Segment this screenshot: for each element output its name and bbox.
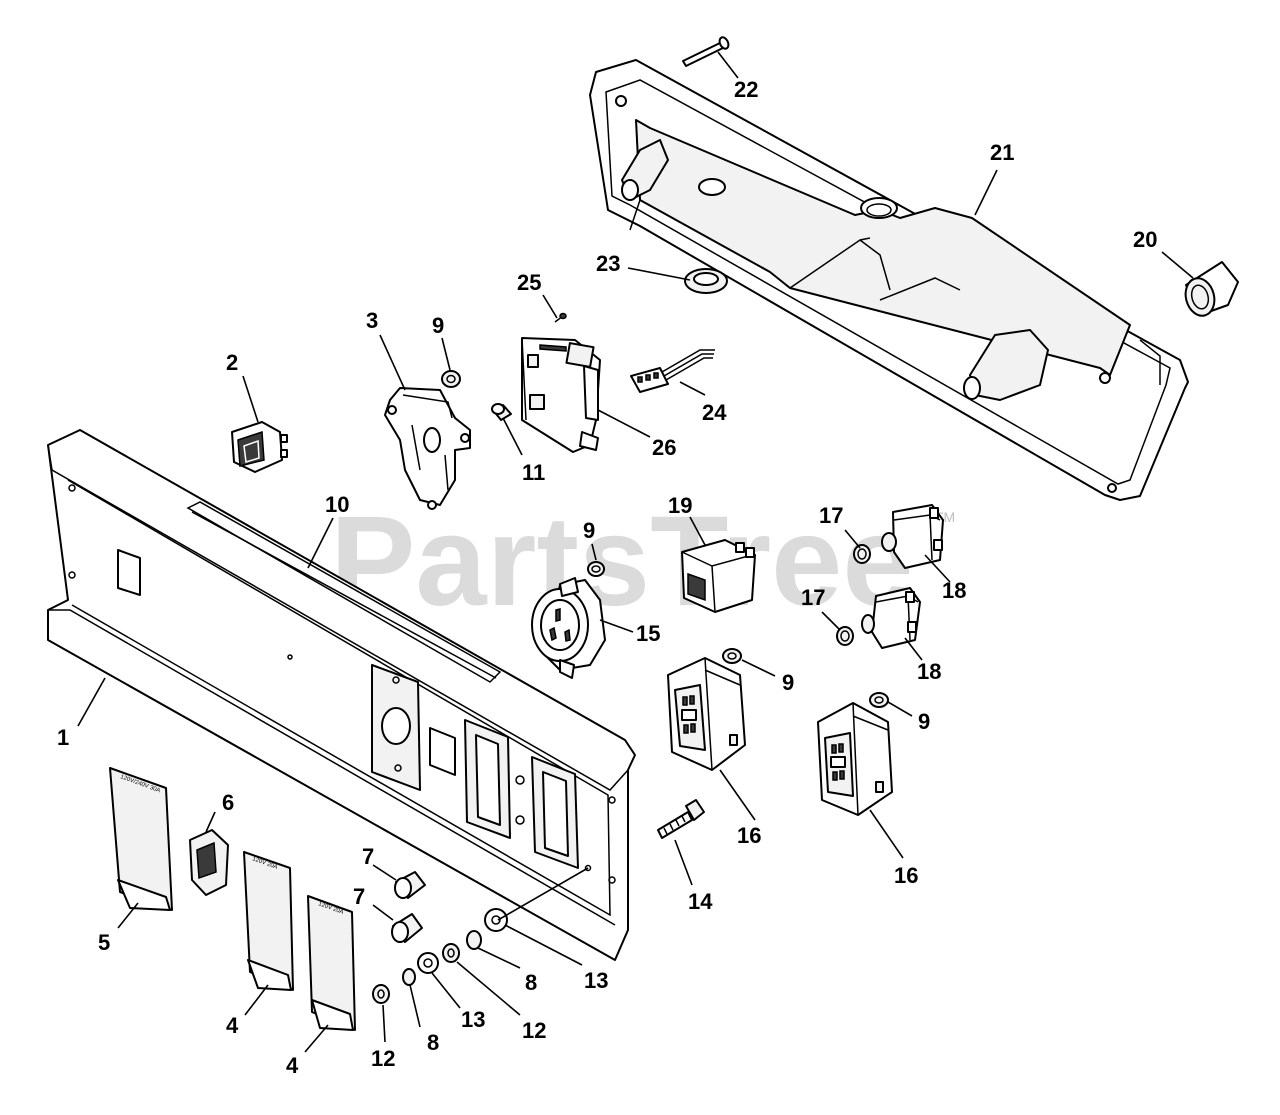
part-13-washer-b[interactable]: [484, 908, 508, 932]
callout-4a: 4: [226, 1013, 239, 1038]
part-4-outlet-cover-a[interactable]: 120V 20A: [243, 851, 294, 991]
part-18-breaker-b[interactable]: [861, 587, 921, 649]
part-24-wire-harness[interactable]: [630, 349, 715, 393]
callout-8a: 8: [525, 970, 537, 995]
leader-lines: [77, 51, 1194, 1053]
callout-3: 3: [366, 308, 378, 333]
callout-21: 21: [990, 140, 1014, 165]
part-2-rocker-switch[interactable]: [231, 421, 288, 473]
part-11-spacer[interactable]: [491, 403, 512, 421]
callout-2: 2: [226, 350, 238, 375]
part-18-breaker-a[interactable]: [881, 504, 944, 569]
part-12-nut-b[interactable]: [442, 943, 460, 963]
callout-16a: 16: [737, 823, 761, 848]
callout-14: 14: [688, 889, 713, 914]
part-8-washer-b[interactable]: [466, 930, 482, 950]
watermark: PartsTree: [330, 490, 914, 633]
part-12-nut-a[interactable]: [372, 984, 390, 1004]
callout-9b: 9: [583, 518, 595, 543]
callout-13a: 13: [461, 1007, 485, 1032]
part-25-screw[interactable]: [554, 312, 567, 323]
part-26-circuit-board[interactable]: [521, 337, 601, 453]
callouts: 1 2 3 4 4 5 6 7 7 8 8 9 9 9 9 10 11 12 1…: [57, 77, 1157, 1078]
part-13-washer-a[interactable]: [417, 952, 439, 974]
callout-25: 25: [517, 270, 541, 295]
part-17-washer-a[interactable]: [853, 544, 871, 564]
callout-17b: 17: [801, 585, 825, 610]
part-9-nut-b[interactable]: [587, 561, 605, 577]
part-19-switch[interactable]: [681, 539, 756, 613]
part-17-washer-b[interactable]: [836, 626, 854, 646]
part-9-nut-c[interactable]: [722, 648, 742, 664]
callout-10: 10: [325, 492, 349, 517]
callout-20: 20: [1133, 227, 1157, 252]
callout-1: 1: [57, 725, 69, 750]
part-8-washer-a[interactable]: [402, 968, 416, 986]
callout-8b: 8: [427, 1030, 439, 1055]
part-9-nut-d[interactable]: [869, 692, 889, 708]
callout-4b: 4: [286, 1053, 299, 1078]
part-23-grommet-ring[interactable]: [684, 268, 728, 294]
callout-5: 5: [98, 930, 110, 955]
callout-11: 11: [522, 460, 545, 485]
part-21-housing[interactable]: [589, 59, 1189, 501]
part-1-front-panel[interactable]: [47, 429, 636, 961]
part-7-knob-a[interactable]: [394, 871, 426, 899]
callout-13b: 13: [584, 968, 608, 993]
callout-16b: 16: [894, 863, 918, 888]
callout-9c: 9: [782, 670, 794, 695]
part-9-nut-a[interactable]: [441, 370, 461, 388]
part-6-switch-cover[interactable]: [189, 829, 229, 896]
callout-9d: 9: [918, 709, 930, 734]
callout-18b: 18: [917, 659, 941, 684]
callout-7b: 7: [353, 884, 365, 909]
part-10-label[interactable]: [191, 511, 497, 679]
callout-26: 26: [652, 435, 676, 460]
part-3-bracket[interactable]: [384, 387, 471, 510]
callout-22: 22: [734, 77, 758, 102]
callout-12b: 12: [522, 1018, 546, 1043]
part-14-bolt[interactable]: [657, 799, 705, 839]
callout-15: 15: [636, 621, 660, 646]
part-7-knob-b[interactable]: [391, 913, 423, 943]
part-22-screw[interactable]: [682, 36, 730, 67]
callout-7a: 7: [362, 844, 374, 869]
callout-19: 19: [668, 493, 692, 518]
callout-18a: 18: [942, 578, 966, 603]
part-16-gfci-outlet-b[interactable]: [817, 702, 893, 816]
part-15-receptacle[interactable]: [531, 577, 606, 679]
callout-12a: 12: [371, 1046, 395, 1071]
part-16-gfci-outlet-a[interactable]: [667, 657, 746, 771]
callout-9a: 9: [432, 313, 444, 338]
part-5-outlet-cover[interactable]: 120V/240V 30A: [109, 767, 173, 911]
callout-6: 6: [222, 790, 234, 815]
callout-24: 24: [702, 400, 727, 425]
part-4-outlet-cover-b[interactable]: 120V 20A: [307, 895, 356, 1031]
callout-17a: 17: [819, 503, 843, 528]
callout-23: 23: [596, 251, 620, 276]
part-20-grommet[interactable]: [1182, 261, 1239, 319]
